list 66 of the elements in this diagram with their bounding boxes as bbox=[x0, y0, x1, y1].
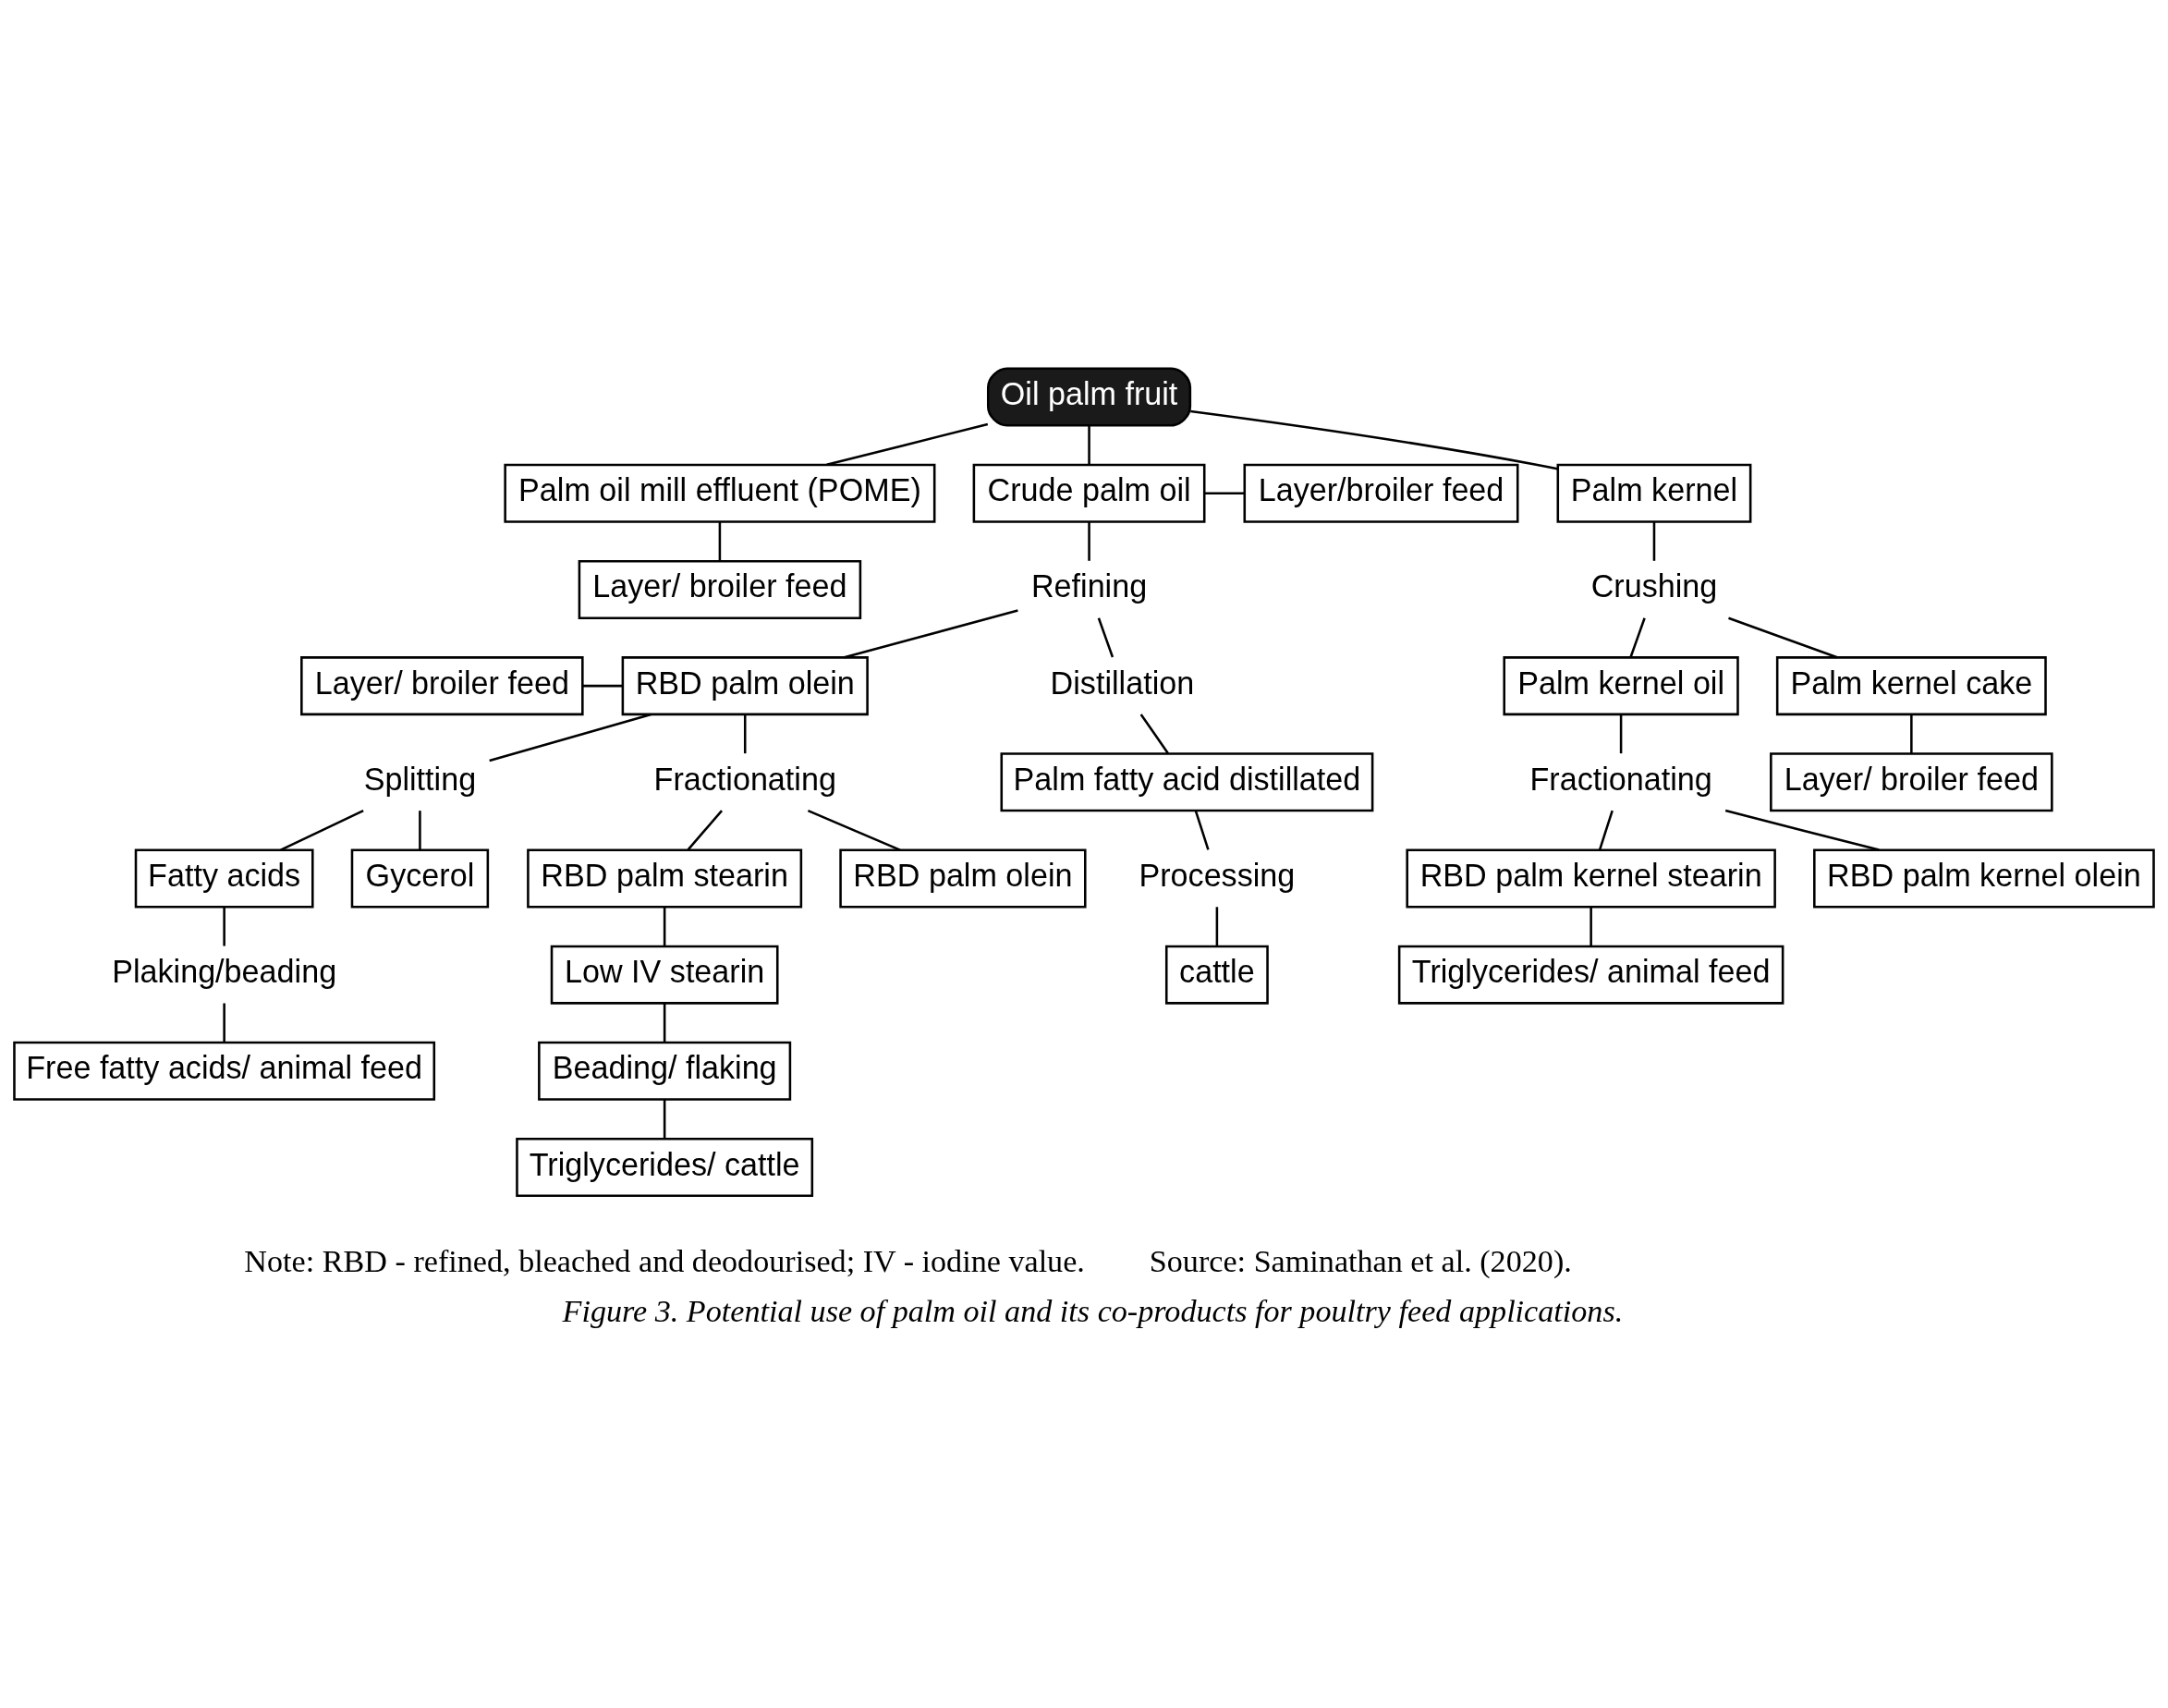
connector bbox=[1194, 810, 1210, 850]
connector bbox=[807, 809, 901, 851]
connector bbox=[826, 422, 989, 467]
node-box: Oil palm fruit bbox=[986, 367, 1192, 427]
node-box: Triglycerides/ animal feed bbox=[1397, 945, 1784, 1005]
connector bbox=[1652, 521, 1656, 561]
connector bbox=[223, 1003, 225, 1043]
node-text: Plaking/beading bbox=[112, 954, 337, 990]
node-text: Refining bbox=[1030, 568, 1148, 604]
connector bbox=[663, 1099, 666, 1139]
node-box: RBD palm kernel stearin bbox=[1406, 848, 1776, 909]
connector bbox=[1619, 714, 1623, 754]
connector bbox=[419, 811, 421, 850]
connector bbox=[582, 684, 623, 688]
connector bbox=[1097, 617, 1114, 658]
caption: Figure 3. Potential use of palm oil and its co-products for poultry feed applications. bbox=[562, 1294, 1624, 1329]
node-text: Splitting bbox=[363, 761, 477, 797]
node-text: Fractionating bbox=[1529, 761, 1712, 797]
connector bbox=[1088, 521, 1090, 561]
node-box: Palm kernel cake bbox=[1775, 656, 2047, 716]
connector bbox=[687, 810, 723, 851]
node-box: Palm fatty acid distillated bbox=[1000, 752, 1374, 812]
connector bbox=[489, 713, 652, 762]
connector bbox=[743, 714, 747, 754]
connector bbox=[844, 609, 1018, 659]
connector bbox=[1910, 714, 1913, 754]
node-box: Layer/ broiler feed bbox=[300, 656, 584, 716]
node-box: Free fatty acids/ animal feed bbox=[13, 1041, 436, 1101]
node-box: Low IV stearin bbox=[550, 945, 779, 1005]
connector bbox=[280, 810, 364, 851]
connector bbox=[223, 907, 225, 946]
node-box: Palm kernel bbox=[1556, 463, 1752, 523]
connector bbox=[1088, 425, 1090, 465]
node-text: Fractionating bbox=[653, 761, 836, 797]
connector bbox=[1629, 617, 1646, 658]
node-box: Fatty acids bbox=[134, 848, 314, 909]
node-box: RBD palm kernel olein bbox=[1813, 848, 2155, 909]
connector bbox=[718, 521, 722, 561]
label: Source: Saminathan et al. (2020). bbox=[1149, 1243, 1572, 1278]
node-box: Triglycerides/ cattle bbox=[516, 1138, 814, 1198]
node-box: Palm oil mill effluent (POME) bbox=[504, 463, 936, 523]
connector bbox=[663, 907, 666, 946]
node-box: Crude palm oil bbox=[972, 463, 1206, 523]
connector bbox=[1215, 907, 1219, 946]
connector bbox=[1598, 810, 1614, 850]
connector bbox=[1204, 492, 1245, 495]
node-box: Palm kernel oil bbox=[1503, 656, 1739, 716]
connector bbox=[1139, 714, 1170, 754]
node-box: RBD palm stearin bbox=[527, 848, 803, 909]
connector bbox=[1190, 409, 1558, 470]
node-box: cattle bbox=[1164, 945, 1269, 1005]
node-box: RBD palm olein bbox=[839, 848, 1087, 909]
node-box: Beading/ flaking bbox=[538, 1041, 792, 1101]
node-box: RBD palm olein bbox=[621, 656, 869, 716]
node-box: Layer/broiler feed bbox=[1243, 463, 1519, 523]
connector bbox=[1728, 616, 1838, 659]
node-text: Distillation bbox=[1050, 665, 1195, 701]
node-box: Layer/ broiler feed bbox=[578, 559, 862, 619]
label: Note: RBD - refined, bleached and deodourised; IV - iodine value. bbox=[244, 1243, 1085, 1278]
node-text: Crushing bbox=[1590, 568, 1718, 604]
connector bbox=[663, 1003, 666, 1043]
connector bbox=[1589, 907, 1592, 946]
node-text: Processing bbox=[1139, 858, 1296, 894]
node-box: Gycerol bbox=[350, 848, 490, 909]
connector bbox=[1724, 809, 1880, 851]
node-box: Layer/ broiler feed bbox=[1770, 752, 2053, 812]
